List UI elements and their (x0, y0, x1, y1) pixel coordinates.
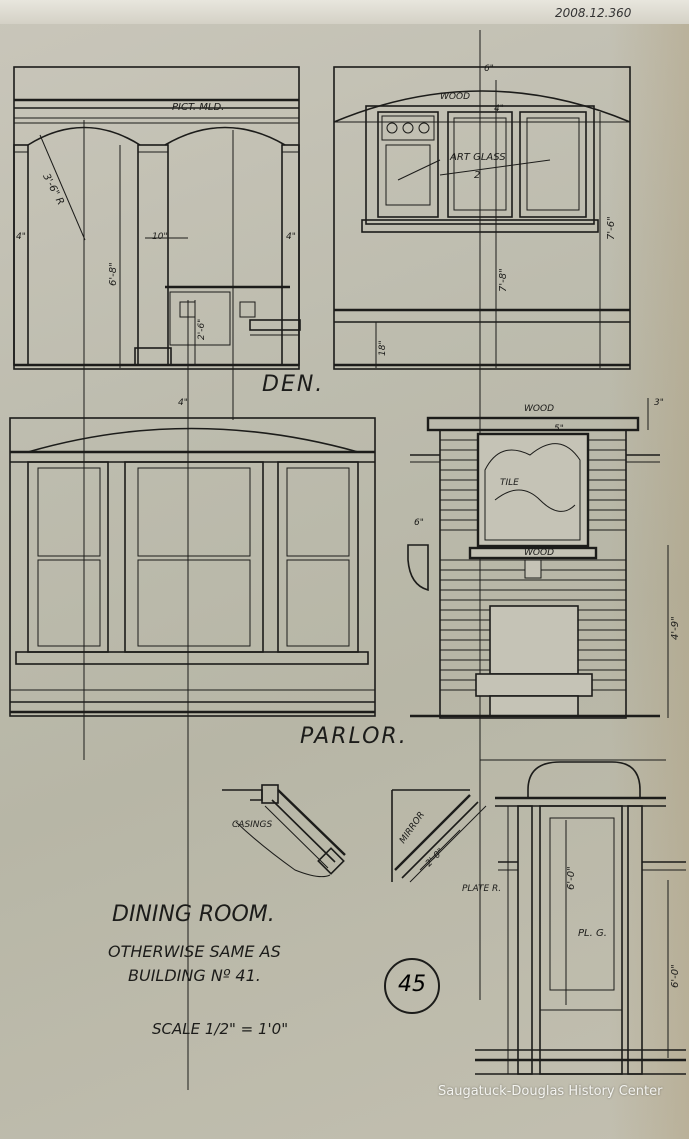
parlor-fireplace-elevation (407, 398, 669, 719)
paper-tape-strip (0, 0, 689, 24)
den-left-pilaster-dimension: 4" (16, 232, 26, 242)
dining-casing-detail (222, 784, 346, 878)
parlor-cap-dimension: 3" (654, 398, 664, 408)
sheet-number-badge: 45 (384, 958, 440, 1014)
history-center-watermark: Saugatuck-Douglas History Center (438, 1084, 663, 1099)
dining-mirror-corner-detail (391, 789, 487, 883)
parlor-title: PARLOR. (300, 724, 408, 749)
dining-plate-glass-label: PL. G. (578, 928, 607, 939)
note-otherwise-same: OTHERWISE SAME AS (108, 942, 281, 961)
den-right-pilaster-dimension: 4" (286, 232, 296, 242)
dining-casings-label: CASINGS (232, 820, 273, 830)
den-seat-height-dimension: 2'-6" (197, 318, 207, 340)
den-column-width-dimension: 10" (152, 232, 168, 242)
archive-number: 2008.12.360 (555, 6, 632, 20)
den-art-glass-count: 2 (474, 170, 481, 181)
den-title: DEN. (262, 372, 325, 397)
note-building-reference: BUILDING Nº 41. (128, 966, 261, 985)
den-art-glass-label: ART GLASS (450, 152, 506, 163)
dining-panel-height-dimension: 6'-0" (566, 866, 577, 890)
parlor-mantel-dimension: 5" (554, 424, 564, 434)
construction-lines (83, 30, 481, 1090)
parlor-tile-label: TILE (500, 478, 519, 488)
den-arch-elevation (13, 66, 301, 370)
dining-plate-rail-label: PLATE R. (462, 884, 502, 894)
parlor-wood-mantel-label: WOOD (524, 404, 554, 414)
dining-door-elevation (475, 759, 686, 1075)
den-window-head-dimension: 7'-8" (498, 268, 509, 292)
den-arch-rise-dimension: 6" (484, 64, 494, 74)
den-picture-molding-label: PICT. MLD. (172, 102, 225, 113)
note-dining-room: DINING ROOM. (112, 902, 275, 927)
den-frame-top-dimension: 4" (494, 104, 504, 114)
den-wainscot-dimension: 18" (378, 340, 388, 356)
den-wood-label: WOOD (440, 92, 470, 102)
sheet-number: 45 (398, 972, 426, 997)
den-ceiling-height-dimension: 7'-6" (606, 216, 617, 240)
parlor-bracket-dimension: 6" (414, 518, 424, 528)
den-window-elevation (333, 66, 631, 370)
drawing-scale: SCALE 1/2" = 1'0" (152, 1020, 289, 1038)
parlor-arch-rise-dimension: 4" (178, 398, 188, 408)
parlor-window-elevation (9, 417, 376, 717)
dining-opening-height-dimension: 6'-0" (670, 964, 681, 988)
parlor-mantel-height-dimension: 4'-9" (670, 616, 681, 640)
parlor-wood-shelf-label: WOOD (524, 548, 554, 558)
den-opening-height-dimension: 6'-8" (108, 262, 119, 286)
